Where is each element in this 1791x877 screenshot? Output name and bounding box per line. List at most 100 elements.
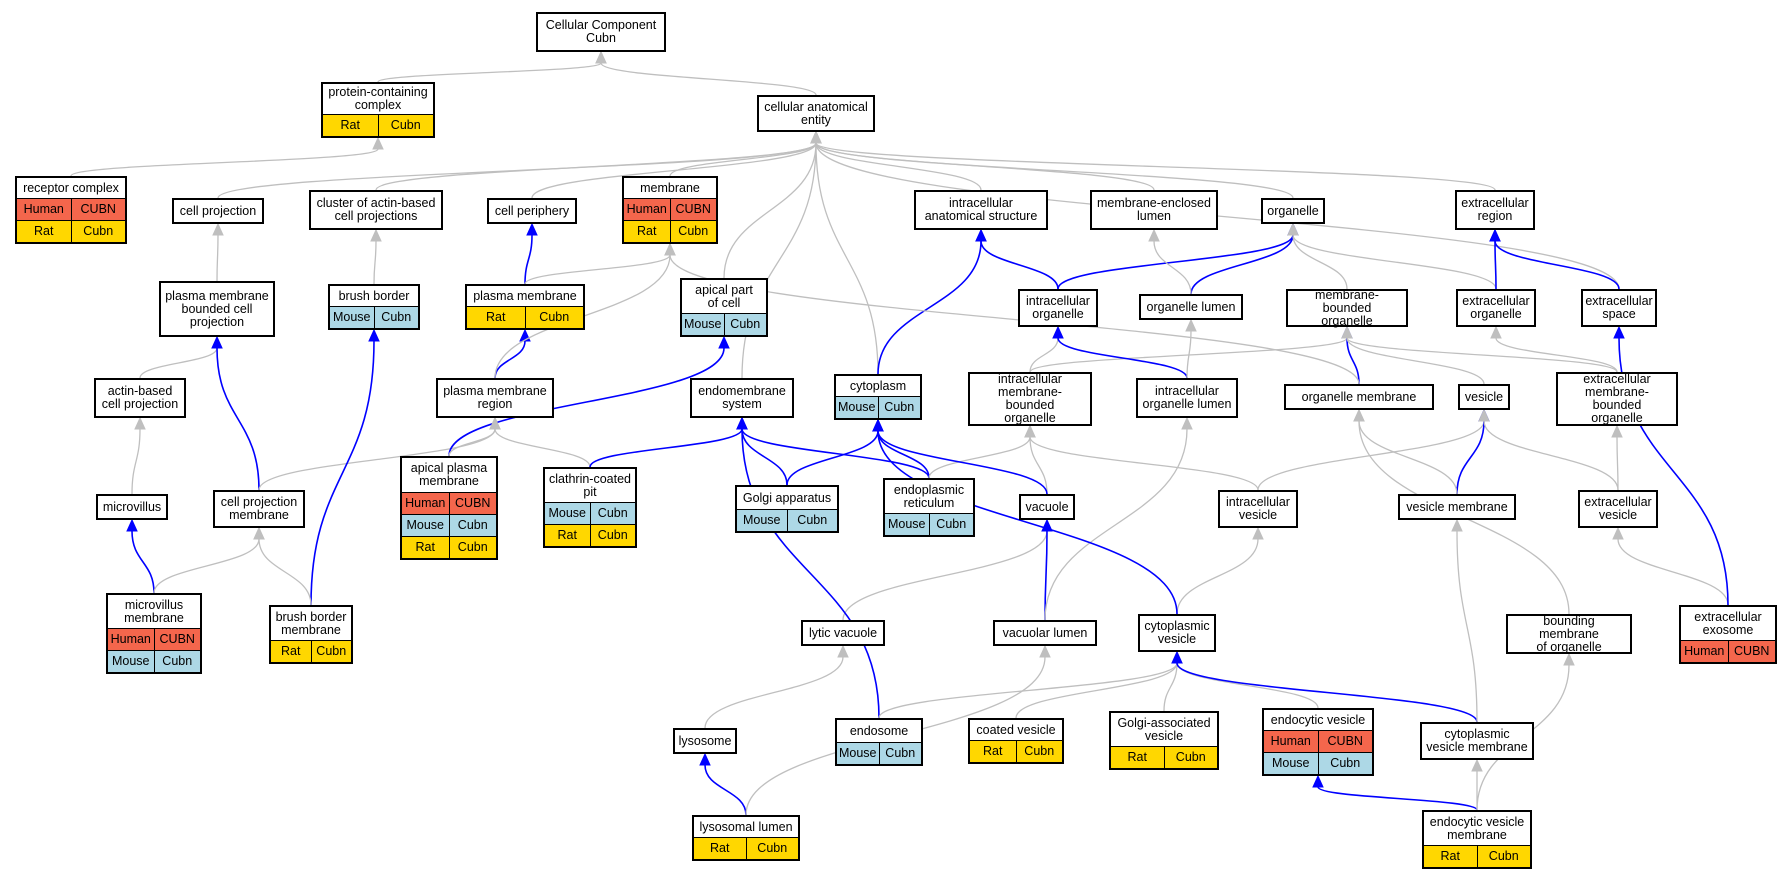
species-cell: Rat bbox=[340, 118, 360, 132]
term-node-vm[interactable]: vesicle membrane bbox=[1398, 494, 1516, 520]
gene-cell: Cubn bbox=[377, 115, 434, 136]
edge-bb-cab bbox=[373, 240, 377, 285]
term-node-lys[interactable]: lysosome bbox=[673, 728, 737, 754]
term-node-ol[interactable]: organelle lumen bbox=[1139, 294, 1243, 320]
term-node-ems[interactable]: endomembrane system bbox=[690, 378, 794, 418]
term-label: plasma membrane region bbox=[443, 384, 547, 411]
term-node-bmo[interactable]: bounding membrane of organelle bbox=[1506, 614, 1632, 654]
term-node-ves[interactable]: vesicle bbox=[1458, 384, 1510, 410]
term-node-io[interactable]: intracellular organelle bbox=[1018, 289, 1098, 327]
term-node-embo[interactable]: extracellular membrane-bounded organelle bbox=[1556, 372, 1678, 426]
arrowhead bbox=[1563, 652, 1575, 666]
term-label: intracellular organelle bbox=[1026, 294, 1090, 321]
term-node-root[interactable]: Cellular Component Cubn bbox=[536, 12, 666, 52]
term-label: membrane-enclosed lumen bbox=[1097, 196, 1211, 223]
term-node-abcp[interactable]: actin-based cell projection bbox=[94, 378, 186, 418]
term-node-cae[interactable]: cellular anatomical entity bbox=[757, 95, 875, 132]
term-node-iv[interactable]: intracellular vesicle bbox=[1218, 490, 1298, 528]
term-node-cvm[interactable]: cytoplasmic vesicle membrane bbox=[1420, 722, 1534, 760]
gene-cell: CUBN bbox=[669, 199, 717, 220]
arrowhead bbox=[664, 242, 676, 256]
edge-io-ias bbox=[980, 240, 1059, 290]
term-node-mv[interactable]: microvillus bbox=[96, 494, 168, 520]
term-label: cluster of actin-based cell projections bbox=[316, 196, 436, 223]
term-node-cp[interactable]: cell projection bbox=[172, 198, 264, 224]
term-node-ias[interactable]: intracellular anatomical structure bbox=[914, 190, 1048, 230]
term-label: endosome bbox=[849, 723, 909, 738]
term-node-er[interactable]: extracellular region bbox=[1455, 190, 1535, 230]
term-node-eo[interactable]: extracellular organelle bbox=[1456, 289, 1536, 327]
species-cell: Rat bbox=[281, 644, 301, 658]
term-node-cv[interactable]: cytoplasmic vesicle bbox=[1138, 614, 1216, 652]
edge-cpm-pmbcp bbox=[216, 347, 260, 491]
gene-cell: Cubn bbox=[589, 525, 636, 546]
term-node-pmr[interactable]: plasma membrane region bbox=[436, 378, 554, 418]
species-cell: Mouse bbox=[742, 513, 781, 527]
term-node-mbo[interactable]: membrane-bounded organelle bbox=[1286, 288, 1408, 327]
term-node-pmbcp[interactable]: plasma membrane bounded cell projection bbox=[159, 281, 275, 337]
gene-cell: Cubn bbox=[669, 221, 717, 242]
term-node-mel[interactable]: membrane-enclosed lumen bbox=[1090, 190, 1218, 230]
arrowhead bbox=[211, 335, 223, 349]
edge-vac-cyt bbox=[877, 430, 1048, 495]
term-node-ev[interactable]: extracellular vesicle bbox=[1578, 490, 1658, 528]
arrowhead bbox=[212, 222, 224, 236]
term-node-iol[interactable]: intracellular organelle lumen bbox=[1136, 378, 1238, 418]
term-node-om[interactable]: organelle membrane bbox=[1284, 384, 1434, 410]
species-cell: Mouse bbox=[1271, 756, 1310, 770]
term-node-imbo[interactable]: intracellular membrane-bounded organelle bbox=[968, 372, 1092, 426]
gene-cell: Cubn bbox=[448, 537, 497, 558]
term-node-es[interactable]: extracellular space bbox=[1581, 289, 1657, 327]
arrowhead bbox=[1148, 228, 1160, 242]
species-cell: Rat bbox=[486, 310, 506, 324]
edge-ves-mbo bbox=[1346, 337, 1485, 385]
term-node-vl[interactable]: vacuolar lumen bbox=[993, 620, 1097, 646]
edge-mv-abcp bbox=[131, 428, 141, 495]
species-cell: Rat bbox=[1440, 849, 1460, 863]
edge-mbo-org bbox=[1292, 234, 1348, 290]
gene-cell: Cubn bbox=[589, 503, 636, 524]
term-node-cpm[interactable]: cell projection membrane bbox=[213, 490, 305, 528]
term-node-cab[interactable]: cluster of actin-based cell projections bbox=[309, 190, 443, 230]
term-node-cper[interactable]: cell periphery bbox=[487, 198, 577, 224]
term-label: bounding membrane of organelle bbox=[1536, 613, 1602, 654]
edge-bbm-bb bbox=[310, 340, 375, 606]
gene-cell: Cubn bbox=[70, 221, 126, 242]
term-node-lv[interactable]: lytic vacuole bbox=[801, 620, 885, 646]
edge-exo-ev bbox=[1617, 538, 1729, 606]
term-label: cytoplasmic vesicle membrane bbox=[1426, 727, 1528, 754]
edge-cvm-cv bbox=[1176, 662, 1478, 723]
term-node-vac[interactable]: vacuole bbox=[1019, 494, 1075, 520]
arrowhead bbox=[1171, 650, 1183, 664]
term-label: extracellular organelle bbox=[1462, 294, 1530, 321]
edge-imbo-io bbox=[1029, 337, 1059, 373]
species-cell: Human bbox=[1270, 734, 1311, 748]
edge-om-mbo bbox=[1346, 337, 1360, 385]
term-node-org[interactable]: organelle bbox=[1261, 198, 1325, 224]
